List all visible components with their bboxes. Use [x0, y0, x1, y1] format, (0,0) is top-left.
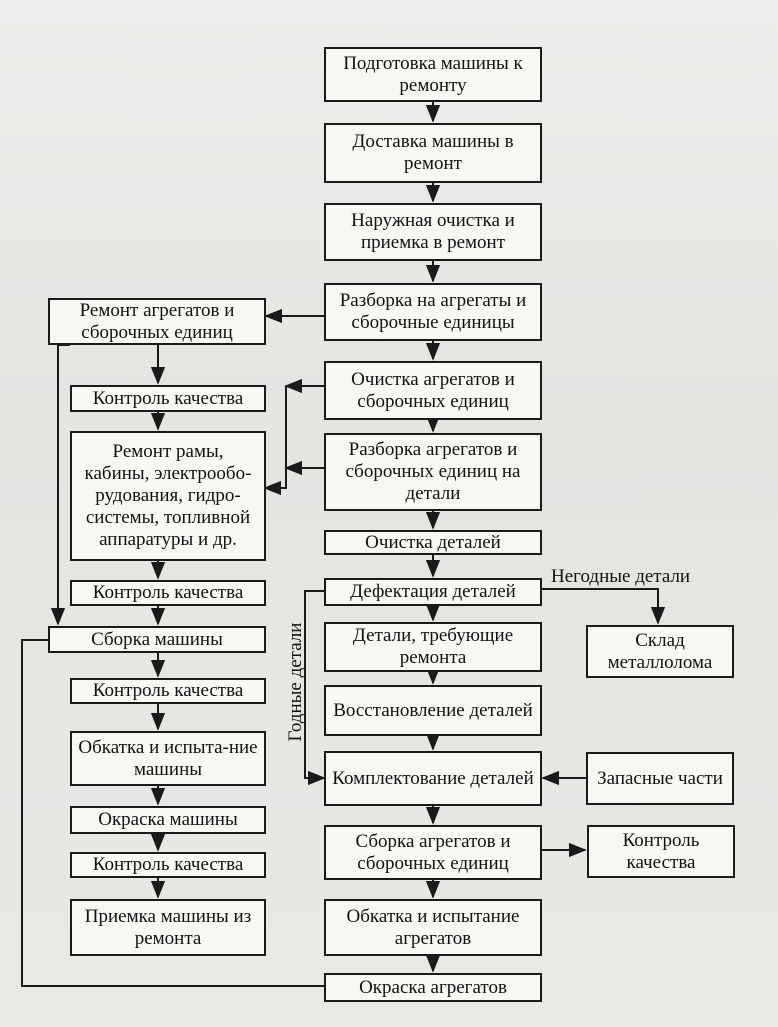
box-need-repair: Детали, требующие ремонта: [324, 622, 542, 672]
box-qc-right: Контроль качества: [587, 825, 735, 878]
box-qc-3: Контроль качества: [70, 678, 266, 704]
box-unit-assembly: Сборка агрегатов и сборочных единиц: [324, 825, 542, 880]
box-machine-assembly: Сборка машины: [48, 626, 266, 653]
box-unit-paint: Окраска агрегатов: [324, 973, 542, 1002]
box-restore: Восстановление деталей: [324, 685, 542, 736]
arrow-unitpaint-assembly: [21, 632, 326, 987]
label-good-parts: Годные детали: [285, 622, 306, 742]
arrow-bad-parts: [540, 588, 666, 625]
feed-to-frame: [263, 386, 287, 496]
arrow-good-parts: [304, 590, 326, 786]
box-frame-repair: Ремонт рамы, кабины, электрообо-рудовани…: [70, 431, 266, 561]
box-scrap: Склад металлолома: [586, 625, 734, 678]
box-unit-clean: Очистка агрегатов и сборочных единиц: [324, 361, 542, 420]
box-acceptance: Приемка машины из ремонта: [70, 899, 266, 956]
box-parts-clean: Очистка деталей: [324, 530, 542, 555]
box-qc-1: Контроль качества: [70, 385, 266, 412]
box-defect: Дефектация деталей: [324, 578, 542, 606]
box-qc-4: Контроль качества: [70, 852, 266, 878]
box-wash: Наружная очистка и приемка в ремонт: [324, 203, 542, 261]
box-kitting: Комплектование деталей: [324, 751, 542, 806]
box-machine-runin: Обкатка и испыта-ние машины: [70, 731, 266, 786]
box-unit-runin: Обкатка и испытание агрегатов: [324, 899, 542, 956]
box-prep: Подготовка машины к ремонту: [324, 47, 542, 102]
arrow-unitrepair-assembly: [50, 344, 70, 626]
box-disassembly: Разборка на агрегаты и сборочные единицы: [324, 283, 542, 341]
box-unit-repair: Ремонт агрегатов и сборочных единиц: [48, 298, 266, 345]
box-spares: Запасные части: [586, 752, 734, 805]
box-delivery: Доставка машины в ремонт: [324, 123, 542, 183]
box-qc-2: Контроль качества: [70, 580, 266, 606]
box-parts-disassembly: Разборка агрегатов и сборочных единиц на…: [324, 433, 542, 511]
label-bad-parts: Негодные детали: [551, 566, 691, 587]
box-machine-paint: Окраска машины: [70, 806, 266, 834]
